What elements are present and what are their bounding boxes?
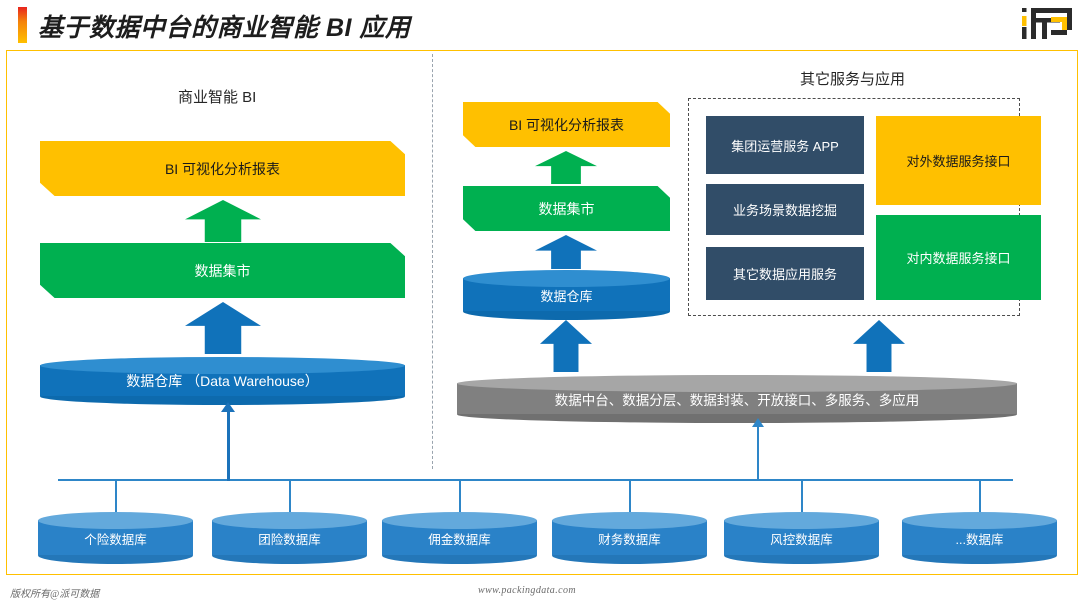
cylinder-top [457, 375, 1017, 392]
db-drop-1 [289, 479, 291, 513]
middle-bi-report-banner: BI 可视化分析报表 [463, 102, 670, 147]
database-cylinder[interactable]: 风控数据库 [724, 512, 879, 564]
db-drop-3 [629, 479, 631, 513]
middle-data-warehouse-cylinder: 数据仓库 [463, 270, 670, 320]
database-cylinder[interactable]: 个险数据库 [38, 512, 193, 564]
riser-to-left-warehouse [227, 410, 230, 481]
database-label: ...数据库 [955, 532, 1004, 547]
data-platform-cylinder: 数据中台、数据分层、数据封装、开放接口、多服务、多应用 [457, 375, 1017, 423]
source-bus-line [58, 479, 1013, 481]
database-cylinder[interactable]: ...数据库 [902, 512, 1057, 564]
database-label: 风控数据库 [770, 532, 833, 547]
database-cylinder[interactable]: 财务数据库 [552, 512, 707, 564]
database-label: 团险数据库 [258, 532, 321, 547]
service-card-other-apps[interactable]: 其它数据应用服务 [706, 247, 864, 300]
data-platform-label: 数据中台、数据分层、数据封装、开放接口、多服务、多应用 [554, 393, 920, 408]
service-card-business-mining[interactable]: 业务场景数据挖掘 [706, 184, 864, 235]
db-drop-5 [979, 479, 981, 513]
database-label: 财务数据库 [598, 532, 661, 547]
footer-website: www.packingdata.com [478, 585, 576, 596]
right-section-caption: 其它服务与应用 [800, 71, 906, 88]
ifr-logo [1020, 6, 1074, 44]
middle-data-mart-banner: 数据集市 [463, 186, 670, 231]
left-bi-report-banner: BI 可视化分析报表 [40, 141, 405, 196]
database-label: 个险数据库 [84, 532, 147, 547]
cylinder-top [552, 512, 707, 529]
cylinder-top [724, 512, 879, 529]
riser-left-arrowhead [221, 402, 235, 412]
riser-to-platform [757, 425, 759, 481]
left-section-caption: 商业智能 BI [178, 89, 257, 106]
service-card-external-api[interactable]: 对外数据服务接口 [876, 116, 1041, 205]
section-divider [432, 54, 433, 469]
service-card-internal-api[interactable]: 对内数据服务接口 [876, 215, 1041, 300]
footer-copyright: 版权所有@派可数据 [10, 589, 100, 600]
db-drop-0 [115, 479, 117, 513]
left-data-mart-banner: 数据集市 [40, 243, 405, 298]
db-drop-4 [801, 479, 803, 513]
cylinder-top [40, 357, 405, 374]
cylinder-top [212, 512, 367, 529]
cylinder-top [463, 270, 670, 287]
middle-data-warehouse-label: 数据仓库 [540, 288, 593, 304]
page-header: 基于数据中台的商业智能 BI 应用 [0, 0, 1084, 50]
cylinder-top [902, 512, 1057, 529]
cylinder-top [382, 512, 537, 529]
left-data-warehouse-label: 数据仓库 （Data Warehouse） [126, 373, 319, 389]
services-dashed-container [688, 98, 1020, 316]
db-drop-2 [459, 479, 461, 513]
database-cylinder[interactable]: 佣金数据库 [382, 512, 537, 564]
database-cylinder[interactable]: 团险数据库 [212, 512, 367, 564]
left-data-warehouse-cylinder: 数据仓库 （Data Warehouse） [40, 357, 405, 405]
title-accent-bar [18, 7, 27, 43]
cylinder-top [38, 512, 193, 529]
database-label: 佣金数据库 [428, 532, 491, 547]
riser-right-arrowhead [752, 418, 764, 427]
diagram-frame [6, 50, 1078, 575]
page-title: 基于数据中台的商业智能 BI 应用 [38, 14, 411, 42]
service-card-group-ops-app[interactable]: 集团运营服务 APP [706, 116, 864, 174]
